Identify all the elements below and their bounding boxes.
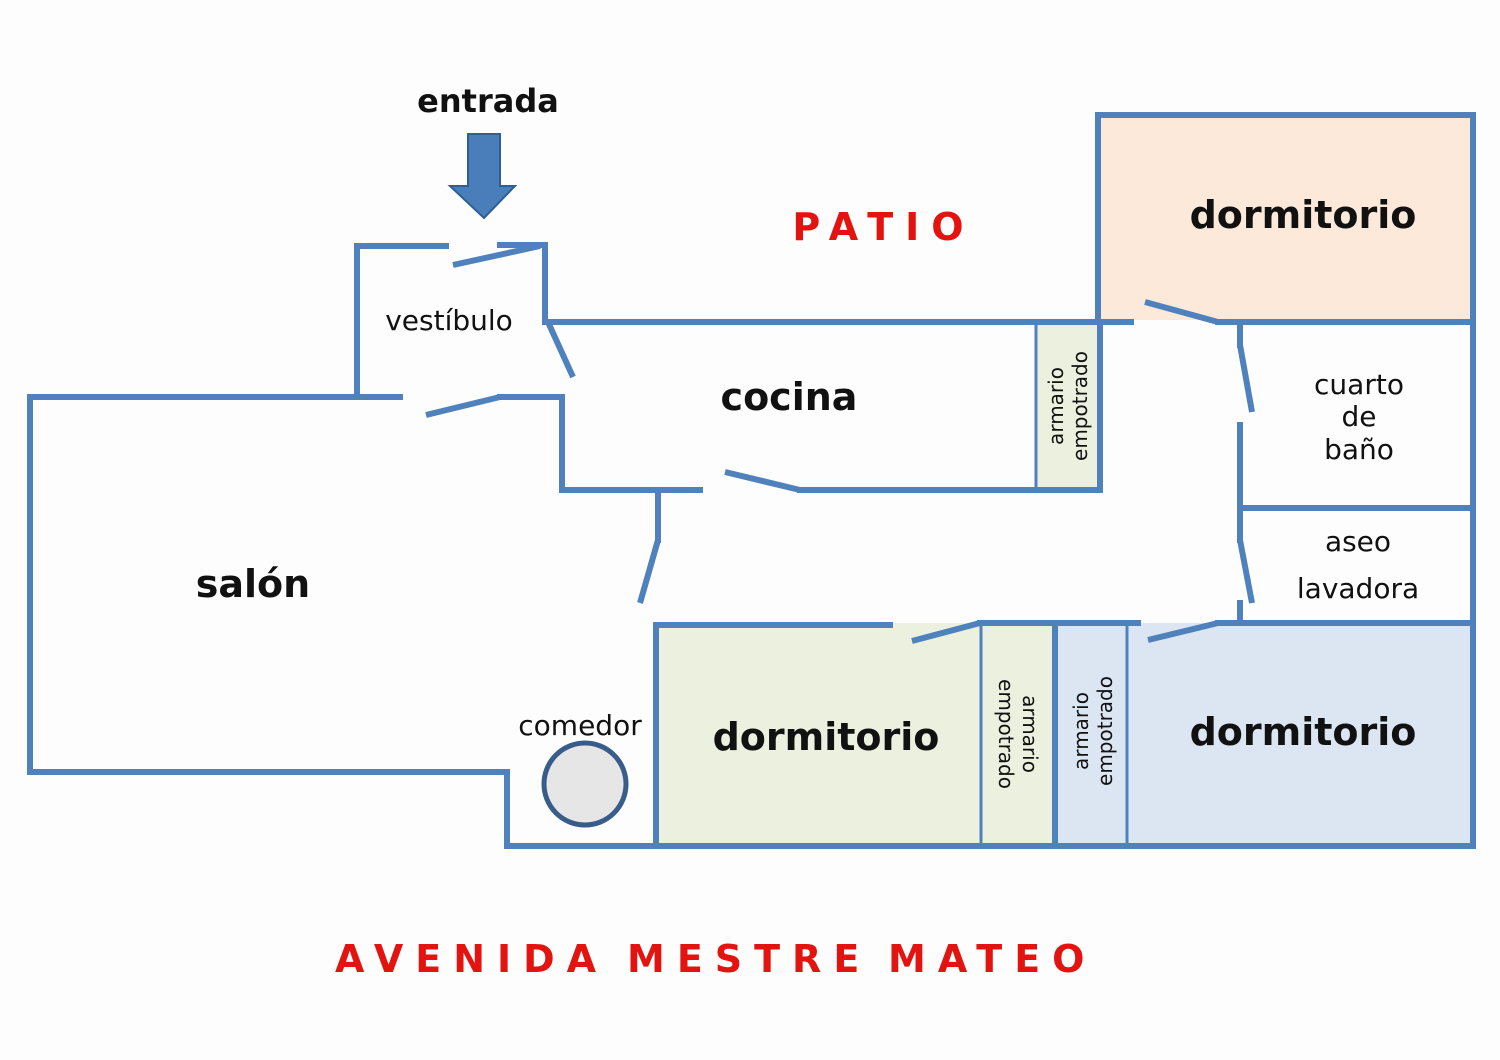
street-word-2: MESTRE	[627, 937, 871, 981]
closet-right-line2: empotrado	[1093, 676, 1117, 786]
round-table-icon	[541, 740, 629, 828]
closet-left-line1: armario	[1018, 695, 1042, 773]
closet-left-fill	[981, 623, 1055, 846]
closet-kitchen-fill	[1036, 322, 1100, 490]
bedroom-left-label: dormitorio	[713, 715, 940, 759]
arrow-down-icon	[447, 133, 518, 220]
vestibule-label: vestíbulo	[385, 304, 513, 337]
entrance-label: entrada	[417, 82, 559, 120]
bedroom-top-label: dormitorio	[1190, 193, 1417, 237]
closet-left-label: armario empotrado	[994, 679, 1042, 789]
walls	[27, 112, 1476, 849]
kitchen-label: cocina	[721, 375, 858, 419]
bathroom-label-line1: cuarto	[1314, 368, 1404, 401]
closet-kitchen-line1: armario	[1044, 367, 1068, 445]
doors	[425, 243, 1255, 644]
street-word-3: MATEO	[888, 937, 1096, 981]
toilet-label: aseo	[1325, 525, 1391, 558]
closet-kitchen-label: armario empotrado	[1044, 351, 1092, 461]
closet-left-line2: empotrado	[994, 679, 1018, 789]
dining-label: comedor	[518, 709, 642, 742]
closet-right-label: armario empotrado	[1069, 676, 1117, 786]
bedroom-right-label: dormitorio	[1190, 710, 1417, 754]
living-room-label: salón	[196, 562, 310, 606]
laundry-label: lavadora	[1297, 572, 1419, 605]
closet-right-line1: armario	[1069, 692, 1093, 770]
patio-label: PATIO	[792, 205, 975, 249]
closet-kitchen-line2: empotrado	[1068, 351, 1092, 461]
closet-right-fill	[1055, 623, 1127, 846]
bathroom-label-line2: de	[1342, 400, 1377, 433]
bedroom-left-fill	[656, 623, 981, 846]
bedroom-right-fill	[1127, 623, 1473, 846]
bathroom-label-line3: baño	[1324, 433, 1394, 466]
bedroom-top-fill	[1098, 115, 1473, 320]
street-word-1: AVENIDA	[335, 937, 608, 981]
